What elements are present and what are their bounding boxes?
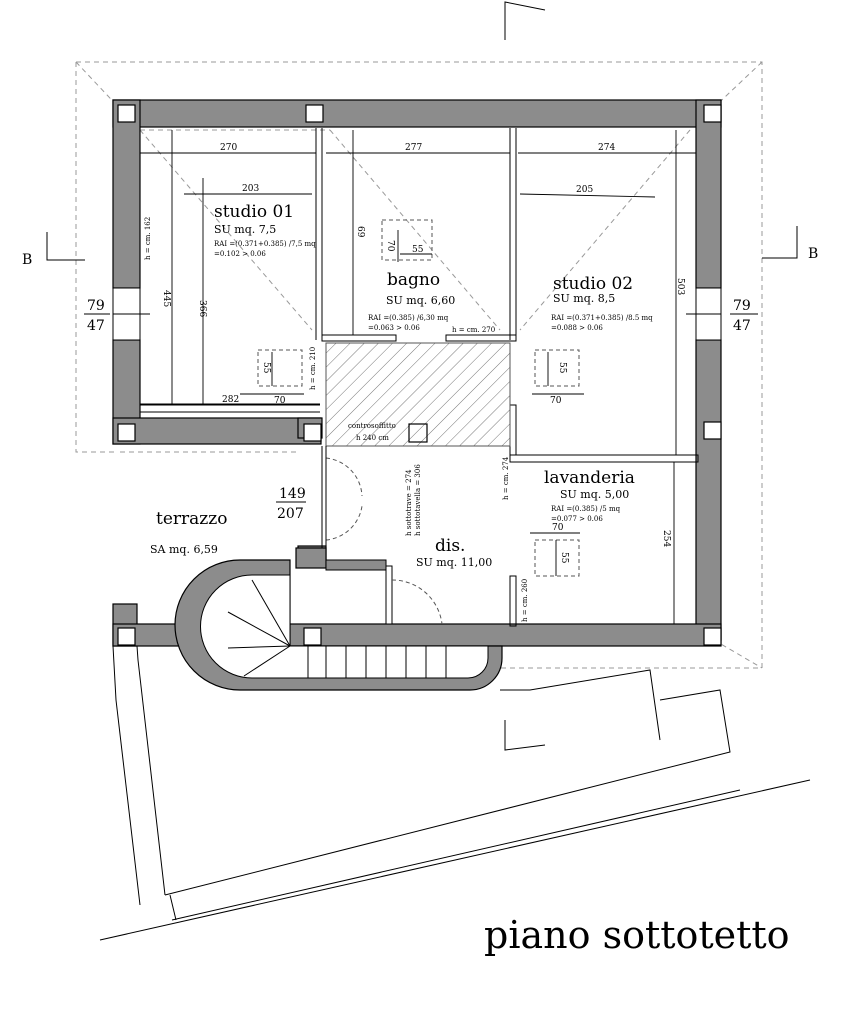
- room-su-bagno: SU mq. 6,60: [386, 294, 455, 307]
- dim-55-studio02: 55: [557, 362, 567, 374]
- room-su-dis: SU mq. 11,00: [416, 556, 492, 569]
- room-rai2-bagno: =0.063 > 0.06: [368, 324, 420, 332]
- height-270: h = cm. 270: [452, 326, 495, 334]
- height-sottotrave: h sottotrave = 274: [405, 469, 413, 536]
- controsoffitto-label: controsoffitto: [348, 422, 396, 430]
- room-name-bagno: bagno: [387, 270, 440, 290]
- pillars: [117, 104, 722, 646]
- room-rai-lavanderia: RAI =(0.385) /5 mq: [551, 505, 621, 513]
- height-274: h = cm. 274: [502, 456, 510, 500]
- dim-282: 282: [222, 395, 239, 405]
- dim-203: 203: [242, 184, 259, 194]
- room-name-studio01: studio 01: [214, 202, 294, 222]
- room-name-studio02: studio 02: [553, 274, 633, 294]
- dim-254: 254: [661, 530, 671, 547]
- room-name-terrazzo: terrazzo: [156, 509, 227, 529]
- plan-title: piano sottotetto: [484, 913, 790, 957]
- opening-right-top: 79: [733, 298, 751, 314]
- room-su-lavanderia: SU mq. 5,00: [560, 488, 629, 501]
- dim-205: 205: [576, 185, 593, 195]
- room-rai2-studio02: =0.088 > 0.06: [551, 324, 603, 332]
- room-su-studio01: SU mq. 7,5: [214, 223, 276, 236]
- section-marker-left: B: [22, 252, 32, 268]
- dim-445: 445: [161, 290, 171, 307]
- dim-70-bagno: 70: [385, 240, 395, 252]
- room-su-studio02: SU mq. 8,5: [553, 292, 615, 305]
- room-name-lavanderia: lavanderia: [544, 468, 635, 488]
- opening-terrazzo-top: 149: [279, 486, 306, 502]
- room-name-dis: dis.: [435, 536, 465, 556]
- room-rai2-studio01: =0.102 > 0.06: [214, 250, 266, 258]
- dim-277: 277: [405, 143, 422, 153]
- dim-55-lavanderia: 55: [559, 552, 569, 564]
- staircase: [174, 559, 503, 691]
- side-windows: [112, 287, 722, 341]
- dim-274: 274: [598, 143, 615, 153]
- controsoffitto-height: h 240 cm: [356, 434, 389, 442]
- room-rai-bagno: RAI =(0.385) /6,30 mq: [368, 314, 449, 322]
- section-marks: [46, 1, 798, 751]
- doors: [321, 446, 443, 625]
- exterior-lines: [99, 645, 811, 941]
- walls: [112, 99, 722, 647]
- dim-69: 69: [355, 226, 365, 238]
- dim-55-bagno: 55: [412, 245, 424, 255]
- partitions: [140, 128, 699, 627]
- opening-fraction-lines: [84, 313, 758, 503]
- skylight-square: [408, 423, 428, 443]
- dim-270: 270: [220, 143, 237, 153]
- opening-terrazzo-bottom: 207: [277, 506, 304, 522]
- opening-right-bottom: 47: [733, 318, 751, 334]
- height-210: h = cm. 210: [309, 347, 317, 390]
- dim-366: 366: [197, 300, 207, 317]
- section-marker-right: B: [808, 246, 818, 262]
- dim-55-studio01: 55: [261, 362, 271, 374]
- opening-left-top: 79: [87, 298, 105, 314]
- room-sa-terrazzo: SA mq. 6,59: [150, 543, 218, 556]
- dim-503: 503: [675, 278, 685, 295]
- room-rai-studio01: RAI =(0.371+0.385) /7,5 mq: [214, 240, 316, 248]
- dim-70-lavanderia: 70: [552, 523, 564, 533]
- room-rai2-lavanderia: =0.077 > 0.06: [551, 515, 603, 523]
- dim-70-studio01: 70: [274, 396, 286, 406]
- height-260: h = cm. 260: [521, 579, 529, 622]
- height-sottotavella: h sottotavella = 306: [414, 464, 422, 536]
- controsoffitto-hatch: [325, 342, 511, 447]
- opening-left-bottom: 47: [87, 318, 105, 334]
- dim-70-studio02: 70: [550, 396, 562, 406]
- roof-windows: [240, 219, 584, 577]
- room-rai-studio02: RAI =(0.371+0.385) /8.5 mq: [551, 314, 653, 322]
- dimension-lines: [140, 130, 696, 624]
- height-162: h = cm. 162: [144, 217, 152, 260]
